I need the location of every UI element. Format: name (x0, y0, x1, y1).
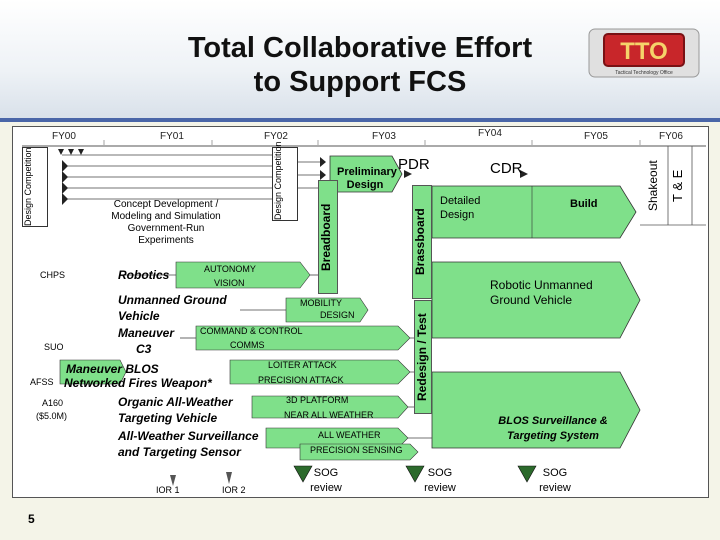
program-a160: A160 (42, 398, 64, 408)
program-suo: SUO (44, 342, 64, 352)
milestone-sog-review-2: SOG review (424, 467, 456, 494)
shakeout-label: Shakeout (646, 160, 660, 212)
cap-loiter-attack: LOITER ATTACK (268, 360, 337, 370)
fy-label: FY06 (659, 131, 683, 142)
tech-allweather-surveillance: All-Weather Surveillance (118, 429, 259, 443)
brassboard-bar: Brassboard (412, 185, 432, 299)
tech-organic-allweather: Organic All-Weather (118, 395, 233, 409)
program-chps: CHPS (40, 270, 66, 280)
cap-comms: COMMS (230, 340, 265, 350)
cap-command-control: COMMAND & CONTROL (200, 326, 303, 336)
program-a160-budget: ($5.0M) (36, 411, 68, 421)
build-label: Build (570, 198, 598, 210)
fy-label: FY04 (478, 128, 502, 139)
cap-vision: VISION (214, 278, 245, 288)
page-number: 5 (28, 512, 35, 526)
tech-robotics: Robotics (118, 268, 170, 282)
program-afss: AFSS (30, 377, 54, 387)
logo-text: TTO (620, 38, 668, 65)
design-competition-1: Design Competition (22, 147, 48, 227)
cap-precision-attack: PRECISION ATTACK (258, 375, 344, 385)
outcome-blos-surveillance: BLOS Surveillance & Targeting System (498, 415, 608, 442)
cap-precision-sensing: PRECISION SENSING (310, 445, 403, 455)
fy-label: FY05 (584, 131, 608, 142)
logo-subtitle: Tactical Technology Office (615, 70, 673, 76)
milestone-sog-review-1: SOG review (310, 467, 342, 494)
fy-label: FY02 (264, 131, 288, 142)
cdr-label: CDR (490, 160, 523, 177)
tech-maneuver-blos: Maneuver BLOS (66, 362, 159, 376)
t-and-e-label: T & E (670, 169, 685, 203)
preliminary-design-label: Preliminary Design (337, 166, 397, 191)
fy-label: FY01 (160, 131, 184, 142)
cap-autonomy: AUTONOMY (204, 264, 256, 274)
tech-maneuver: Maneuver (118, 326, 175, 340)
cap-3d-platform: 3D PLATFORM (286, 395, 349, 405)
tech-targeting-vehicle: Targeting Vehicle (118, 411, 218, 425)
milestone-ior1: IOR 1 (156, 485, 180, 495)
cap-near-all-weather: NEAR ALL WEATHER (284, 410, 374, 420)
tech-vehicle: Vehicle (118, 309, 160, 323)
cap-all-weather: ALL WEATHER (318, 430, 381, 440)
cap-mobility: MOBILITY (300, 298, 343, 308)
tech-networked-fires: Networked Fires Weapon* (64, 376, 212, 390)
milestone-ior2: IOR 2 (222, 485, 246, 495)
breadboard-bar: Breadboard (318, 180, 338, 294)
detailed-design-label: Detailed Design (440, 195, 481, 221)
slide-title-line1: Total Collaborative Effort (187, 32, 533, 64)
tech-unmanned-ground: Unmanned Ground (118, 293, 227, 307)
concept-development-label: Concept Development / Modeling and Simul… (111, 199, 221, 246)
fy-label: FY00 (52, 131, 76, 142)
cap-design: DESIGN (320, 310, 355, 320)
pdr-label: PDR (398, 156, 430, 173)
fy-label: FY03 (372, 131, 396, 142)
slide-title-line2: to Support FCS (253, 66, 467, 98)
design-competition-2: Design Competition (272, 141, 298, 221)
milestone-sog-review-3: SOG review (539, 467, 571, 494)
tech-targeting-sensor: and Targeting Sensor (118, 445, 241, 459)
outcome-robotic-ugv: Robotic Unmanned Ground Vehicle (490, 278, 593, 307)
redesign-test-bar: Redesign / Test (414, 300, 432, 414)
header-rule (0, 118, 720, 122)
tech-c3: C3 (136, 342, 152, 356)
tto-logo: TTO Tactical Technology Office (588, 26, 700, 82)
